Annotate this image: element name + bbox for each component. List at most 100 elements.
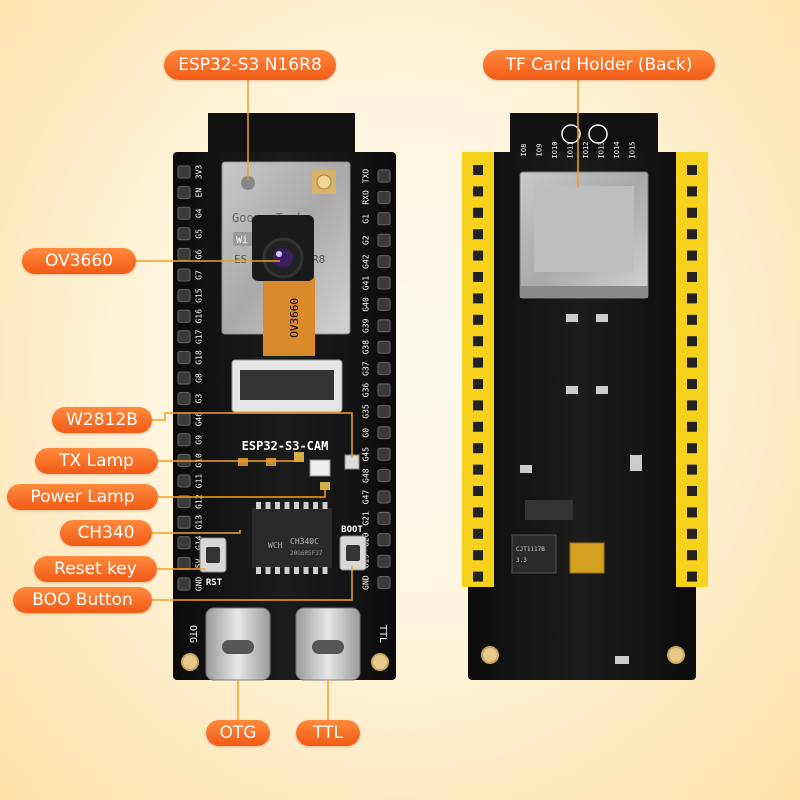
left-pin-label: G16: [195, 309, 204, 324]
left-pin-label: G13: [195, 515, 204, 530]
right-pin-label: G45: [362, 447, 371, 462]
back-header-pin: [687, 550, 697, 561]
back-header-pin: [473, 357, 483, 368]
left-pin-label: G14: [195, 535, 204, 550]
back-header-pin: [687, 293, 697, 304]
back-top-pin-label: IO12: [582, 142, 590, 159]
power-lamp-led: [320, 482, 330, 490]
back-header-pin: [473, 379, 483, 389]
back-header-pin: [473, 165, 483, 175]
right-pin-label: G0: [362, 428, 371, 438]
back-top-pin-label: IO15: [629, 142, 637, 159]
back-header-pin: [687, 357, 697, 368]
right-header-pin: [377, 233, 391, 247]
tx-lamp-led: [294, 452, 304, 462]
right-pin-label: G35: [362, 404, 371, 419]
back-header-pin: [687, 165, 697, 175]
back-header-pin: [473, 464, 483, 475]
back-header-pin: [473, 400, 483, 411]
module-logo: Wi: [236, 235, 248, 246]
back-top-pin-label: IO8: [520, 144, 528, 157]
chip-logo: WCH: [268, 541, 283, 550]
right-pin-label: G41: [362, 276, 371, 291]
back-header-pin: [473, 571, 483, 582]
left-pin-label: G7: [195, 270, 204, 280]
otg-usb-port[interactable]: [205, 607, 271, 681]
right-header-pin: [377, 533, 391, 547]
left-pin-label: G6: [195, 249, 204, 259]
right-pin-label: TXO: [362, 169, 371, 184]
callout-power-lamp: Power Lamp: [7, 484, 158, 510]
left-header-pin: [177, 227, 191, 241]
regulator-code: 3.3: [516, 557, 527, 564]
right-pin-label: G36: [362, 383, 371, 398]
callout-tf-card-holder: TF Card Holder (Back): [483, 50, 715, 80]
callout-ch340: CH340: [60, 520, 152, 546]
back-header-pin: [687, 507, 697, 518]
back-header-pin: [473, 207, 483, 218]
ov3660-camera: OV3660: [252, 215, 315, 356]
right-pin-label: GND: [362, 575, 371, 590]
back-header-pin: [687, 272, 697, 282]
back-top-pin-label: IO10: [551, 142, 559, 159]
back-header-pin: [473, 272, 483, 282]
back-top-pin-label: IO14: [613, 142, 621, 159]
left-pin-label: G4: [195, 208, 204, 218]
back-top-pin-label: IO9: [536, 144, 544, 157]
right-header-pin: [377, 340, 391, 354]
ttl-usb-port[interactable]: [295, 607, 361, 681]
left-header-pin: [177, 371, 191, 385]
module-text: ES: [234, 253, 247, 266]
back-header-pin: [687, 486, 697, 496]
left-header-pin: [177, 474, 191, 488]
back-header-pin: [687, 571, 697, 582]
right-header-pin: [377, 426, 391, 440]
right-header-pin: [377, 554, 391, 568]
right-header-pin: [377, 190, 391, 204]
back-header-pin: [687, 186, 697, 197]
left-header-pin: [177, 433, 191, 447]
reset-button[interactable]: [199, 537, 227, 573]
back-top-pin-label: IO13: [598, 142, 606, 159]
left-header-pin: [177, 495, 191, 509]
right-pin-label: G47: [362, 490, 371, 505]
left-pin-label: GND: [195, 577, 204, 592]
left-header-pin: [177, 350, 191, 364]
left-pin-label: G5: [195, 229, 204, 239]
back-header-pin: [473, 443, 483, 454]
left-header-pin: [177, 268, 191, 282]
left-header-pin: [177, 289, 191, 303]
right-header-pin: [377, 319, 391, 333]
left-header-pin: [177, 412, 191, 426]
voltage-regulator: CJT1117B 3.3: [511, 534, 557, 574]
back-header-pin: [473, 550, 483, 561]
right-pin-label: G2: [362, 235, 371, 245]
right-header-pin: [377, 255, 391, 269]
left-header-pin: [177, 206, 191, 220]
back-header-pin: [473, 507, 483, 518]
right-header-pin: [377, 469, 391, 483]
left-pin-label: G17: [195, 329, 204, 344]
right-pin-label: G21: [362, 511, 371, 526]
right-pin-label: G1: [362, 214, 371, 224]
tf-card-holder: [519, 171, 649, 299]
left-header-pin: [177, 392, 191, 406]
back-header-pin: [473, 250, 483, 261]
back-header-pin: [473, 293, 483, 304]
back-header-pin: [687, 421, 697, 432]
left-pin-label: G8: [195, 373, 204, 383]
back-header-pin: [473, 336, 483, 347]
back-header-pin: [687, 336, 697, 347]
boot-button[interactable]: [339, 535, 367, 571]
back-header-pin: [687, 379, 697, 389]
callout-esp32-module: ESP32-S3 N16R8: [164, 50, 336, 80]
back-header-pin: [687, 314, 697, 325]
right-header-pin: [377, 362, 391, 376]
left-header-pin: [177, 330, 191, 344]
right-header-pin: [377, 511, 391, 525]
right-header-pin: [377, 383, 391, 397]
back-header-pin: [687, 464, 697, 475]
back-header-pin: [687, 229, 697, 240]
